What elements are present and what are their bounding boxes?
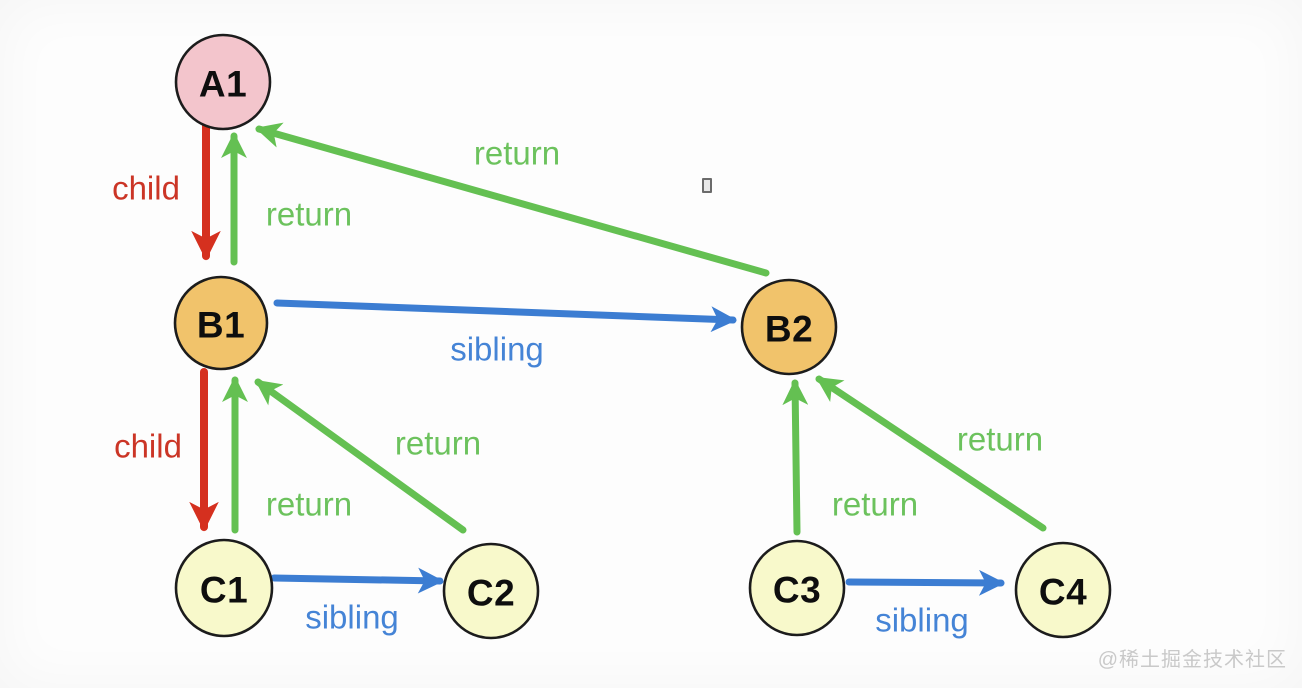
node-C2: C2 [442, 542, 540, 640]
return-label-b2a1: return [474, 135, 560, 172]
node-circle-A1 [174, 33, 272, 131]
node-label-B2: B2 [765, 309, 813, 350]
edge-sibling-c3-c4 [845, 569, 1005, 596]
return-label-c1b1: return [266, 486, 352, 523]
sibling-label-c3c4: sibling [875, 602, 969, 639]
return-label-b1a1: return [266, 196, 352, 233]
node-circle-C4 [1014, 541, 1112, 639]
edge-return-c4-b2 [815, 375, 1047, 532]
stray-mark [702, 178, 712, 193]
edge-sibling-c1-c2 [270, 567, 444, 594]
return-label-c2b1: return [395, 425, 481, 462]
child-label-top: child [112, 170, 180, 207]
node-label-B1: B1 [197, 305, 245, 346]
watermark: @稀土掘金技术社区 [1097, 649, 1287, 671]
edge-return-b2-a1 [255, 122, 770, 277]
child-label-bottom: child [114, 428, 182, 465]
node-label-A1: A1 [199, 64, 247, 105]
node-circle-B2 [740, 278, 838, 376]
edge-return-c2-b1 [254, 378, 467, 534]
edge-sibling-b1-b2 [273, 299, 737, 333]
node-label-C4: C4 [1039, 572, 1087, 613]
node-circle-C2 [442, 542, 540, 640]
node-label-C2: C2 [467, 573, 515, 614]
node-label-C1: C1 [200, 570, 248, 611]
return-label-c4b2: return [957, 421, 1043, 458]
node-A1: A1 [174, 33, 272, 131]
sibling-label-b1b2: sibling [450, 331, 544, 368]
node-B1: B1 [173, 275, 269, 371]
return-label-c3b2: return [832, 486, 918, 523]
node-circle-B1 [173, 275, 269, 371]
node-C1: C1 [174, 538, 274, 638]
node-circle-C1 [174, 538, 274, 638]
edge-return-c3-b2 [782, 379, 809, 536]
node-C3: C3 [748, 539, 846, 637]
node-circle-C3 [748, 539, 846, 637]
sibling-label-c1c2: sibling [305, 599, 399, 636]
node-B2: B2 [740, 278, 838, 376]
node-label-C3: C3 [773, 570, 821, 611]
node-C4: C4 [1014, 541, 1112, 639]
